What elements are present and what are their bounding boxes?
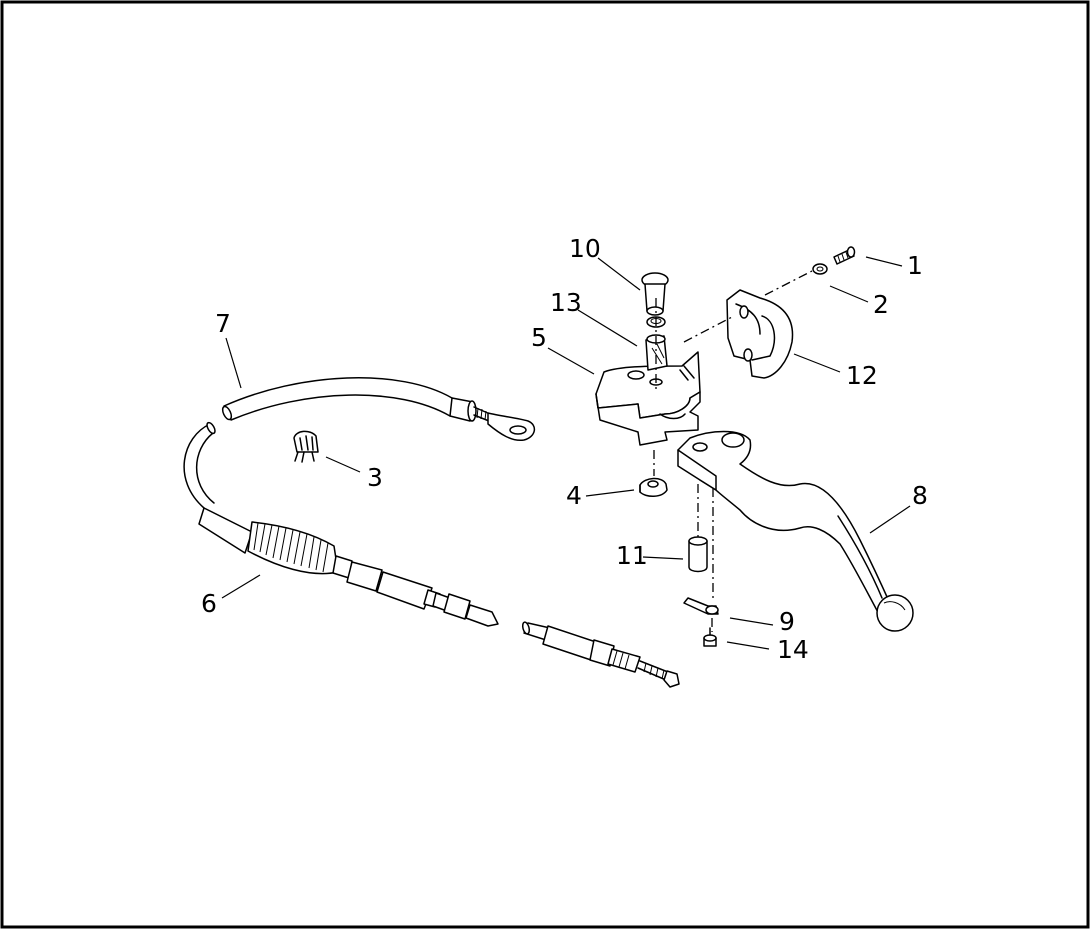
part-7-cable-upper — [221, 377, 536, 442]
part-4-nut — [639, 477, 668, 497]
callout-1: 1 — [907, 251, 923, 280]
callout-2: 2 — [873, 290, 889, 319]
callout-8: 8 — [912, 481, 928, 510]
callout-14: 14 — [777, 635, 809, 664]
callout-13: 13 — [550, 288, 582, 317]
part-12-clamp — [726, 289, 794, 379]
part-10-pivot-pin — [641, 272, 669, 316]
callout-5: 5 — [531, 323, 547, 352]
callout-labels: 1 2 3 4 5 6 7 8 9 10 11 12 13 14 — [201, 234, 928, 664]
callout-9: 9 — [779, 607, 795, 636]
part-1-screw — [833, 246, 856, 265]
callout-7: 7 — [215, 309, 231, 338]
part-3-clip — [293, 430, 319, 463]
part-2-washer — [812, 263, 828, 275]
callout-12: 12 — [846, 361, 878, 390]
callout-4: 4 — [566, 481, 582, 510]
part-8-lever — [677, 430, 914, 632]
callout-6: 6 — [201, 589, 217, 618]
part-14-retainer — [703, 627, 717, 647]
part-5-bracket — [595, 334, 701, 446]
part-11-pin — [688, 536, 708, 573]
leader-lines — [221, 256, 911, 650]
callout-10: 10 — [569, 234, 601, 263]
callout-3: 3 — [367, 463, 383, 492]
part-6-clutch-cable — [183, 421, 680, 688]
assembly-centerlines — [653, 270, 813, 632]
part-9-spring-clip — [683, 597, 719, 615]
callout-11: 11 — [616, 541, 648, 570]
